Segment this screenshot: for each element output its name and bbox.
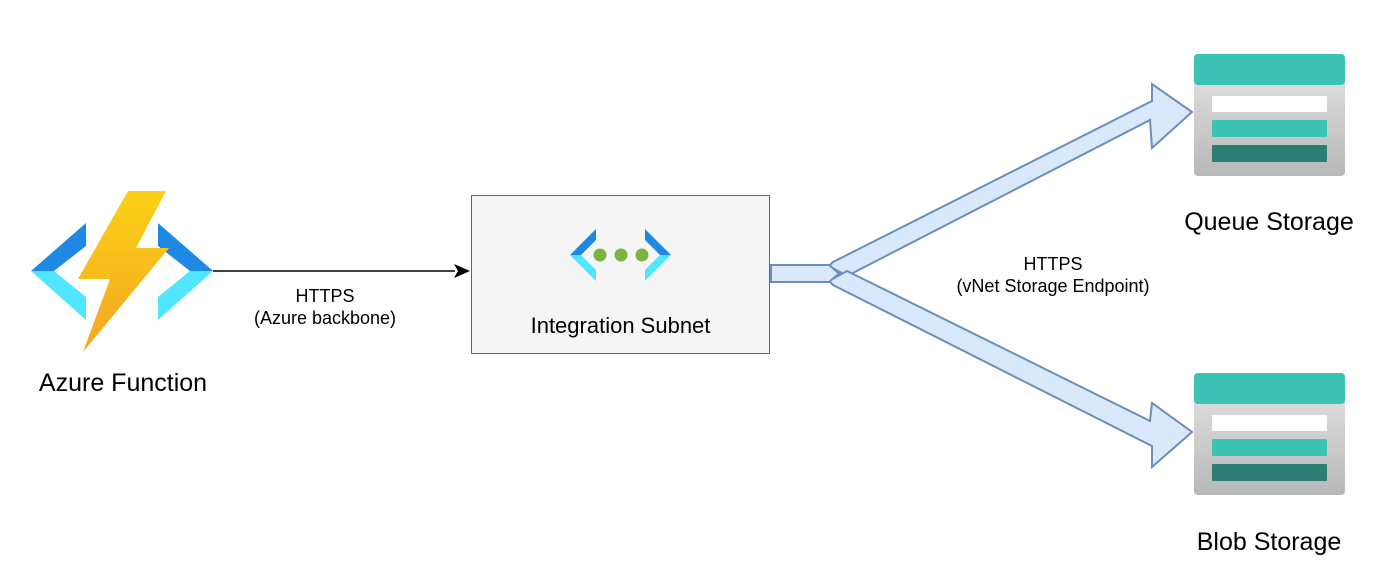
subnet-to-storage-label: HTTPS (vNet Storage Endpoint) xyxy=(918,253,1188,297)
storage-row-dark xyxy=(1212,145,1327,162)
edge-route-label: (Azure backbone) xyxy=(253,308,397,328)
function-to-subnet-arrow xyxy=(213,264,470,278)
right-chevron-lower xyxy=(645,255,671,281)
storage-row-dark xyxy=(1212,464,1327,481)
storage-row-white xyxy=(1212,415,1327,431)
edge-protocol-label: HTTPS xyxy=(295,286,355,306)
branch-to-blob xyxy=(827,269,1194,470)
left-chevron-upper xyxy=(570,229,596,255)
dot-icon xyxy=(614,248,628,262)
right-chevron-upper xyxy=(645,229,671,255)
azure-function-label: Azure Function xyxy=(38,369,208,397)
branch-to-queue xyxy=(827,82,1194,278)
storage-row-teal xyxy=(1212,120,1327,137)
left-bracket-lower xyxy=(31,271,86,320)
blob-storage-label: Blob Storage xyxy=(1196,528,1342,556)
queue-storage-icon xyxy=(1194,54,1345,176)
integration-subnet-box: Integration Subnet xyxy=(471,195,770,354)
edge-protocol-label: HTTPS xyxy=(1023,254,1083,274)
azure-function-icon xyxy=(31,191,213,352)
dot-icon xyxy=(635,248,649,262)
lightning-bolt xyxy=(78,191,169,352)
storage-row-teal xyxy=(1212,439,1327,456)
virtual-network-icon xyxy=(570,229,671,281)
storage-fork-arrow xyxy=(770,82,1194,470)
dot-icon xyxy=(593,248,607,262)
right-bracket-upper xyxy=(158,223,213,271)
storage-row-white xyxy=(1212,96,1327,112)
integration-subnet-label: Integration Subnet xyxy=(530,313,711,338)
edge-route-label: (vNet Storage Endpoint) xyxy=(956,276,1150,296)
fork-stem xyxy=(770,264,841,283)
right-bracket-lower xyxy=(158,271,213,320)
function-to-subnet-label: HTTPS (Azure backbone) xyxy=(225,285,425,329)
storage-header xyxy=(1194,54,1345,85)
blob-storage-icon xyxy=(1194,373,1345,495)
storage-header xyxy=(1194,373,1345,404)
arrow-head xyxy=(454,264,470,278)
queue-storage-label: Queue Storage xyxy=(1184,208,1354,236)
left-bracket-upper xyxy=(31,223,86,271)
left-chevron-lower xyxy=(570,255,596,281)
